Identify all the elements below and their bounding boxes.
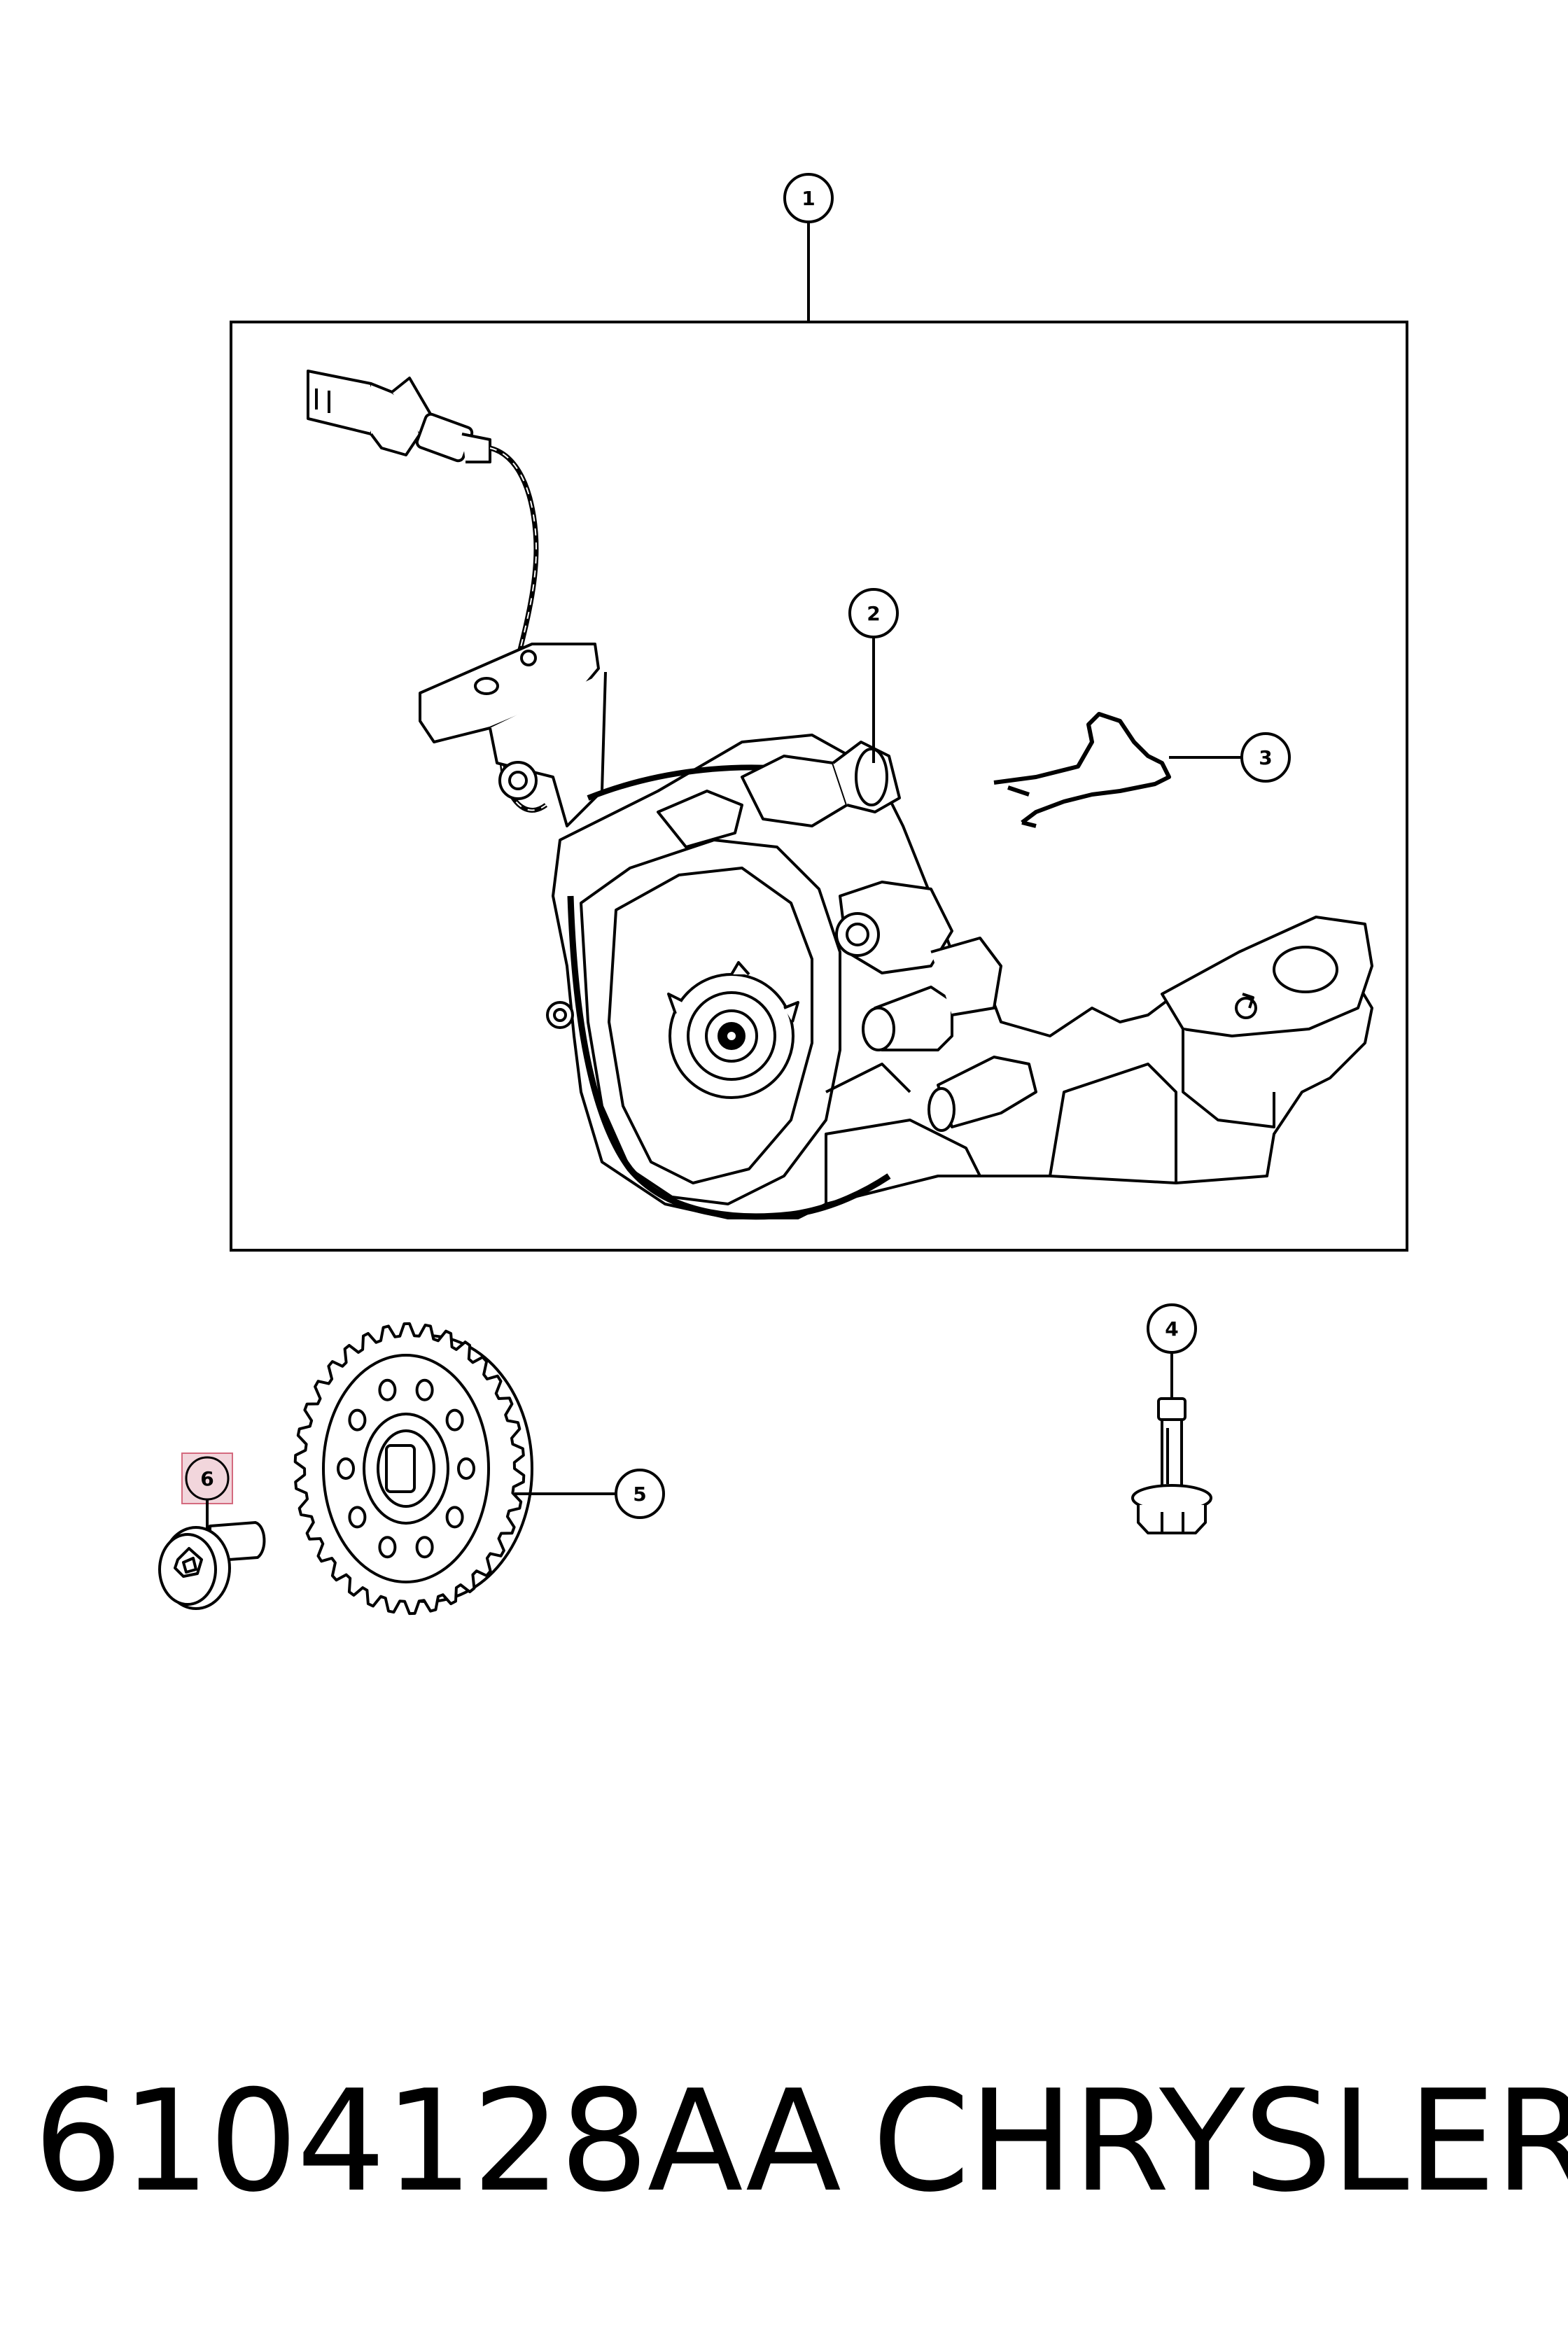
oil-tube [937,1056,1037,1128]
oil-pump-assembly-illustration [307,370,1373,1220]
callout-4-label: 4 [1165,1317,1178,1340]
pickup-flange [1161,916,1373,1128]
sprocket-lightening-hole [348,1506,367,1529]
sprocket-lightening-hole [378,1378,397,1401]
sprocket-lightening-hole [445,1506,464,1529]
callout-2-label: 2 [867,602,880,625]
sprocket-lightening-hole [348,1408,367,1432]
callout-4[interactable]: 4 [1147,1303,1197,1354]
callout-6[interactable]: 6 [181,1452,233,1504]
assembly-frame [230,321,1408,1252]
sprocket-lightening-hole [337,1457,355,1480]
sprocket-bolt-illustration [158,1521,266,1610]
part-number: 6104128AA [34,2060,841,2223]
callout-6-label: 6 [200,1467,214,1490]
sprocket-illustration [293,1322,533,1616]
flange-bolt-illustration [1131,1397,1212,1534]
sprocket-lightening-hole [445,1408,464,1432]
callout-1-label: 1 [802,187,815,210]
callout-1[interactable]: 1 [783,173,834,223]
housing-seal [567,895,891,1220]
callout-3[interactable]: 3 [1240,732,1291,783]
sensor-connector [307,370,491,463]
callout-2[interactable]: 2 [848,588,899,638]
callout-5-label: 5 [633,1483,646,1506]
sprocket-lightening-hole [378,1536,397,1559]
callout-5[interactable]: 5 [615,1469,665,1519]
relief-valve [835,881,1002,1051]
sprocket-lightening-hole [415,1536,434,1559]
drive-hub [667,961,799,1099]
callout-3-label: 3 [1259,746,1272,769]
retaining-clip-illustration [993,712,1171,825]
sprocket-lightening-hole [415,1378,434,1401]
brand-name: CHRYSLER [872,2060,1568,2223]
sprocket-lightening-hole [457,1457,475,1480]
